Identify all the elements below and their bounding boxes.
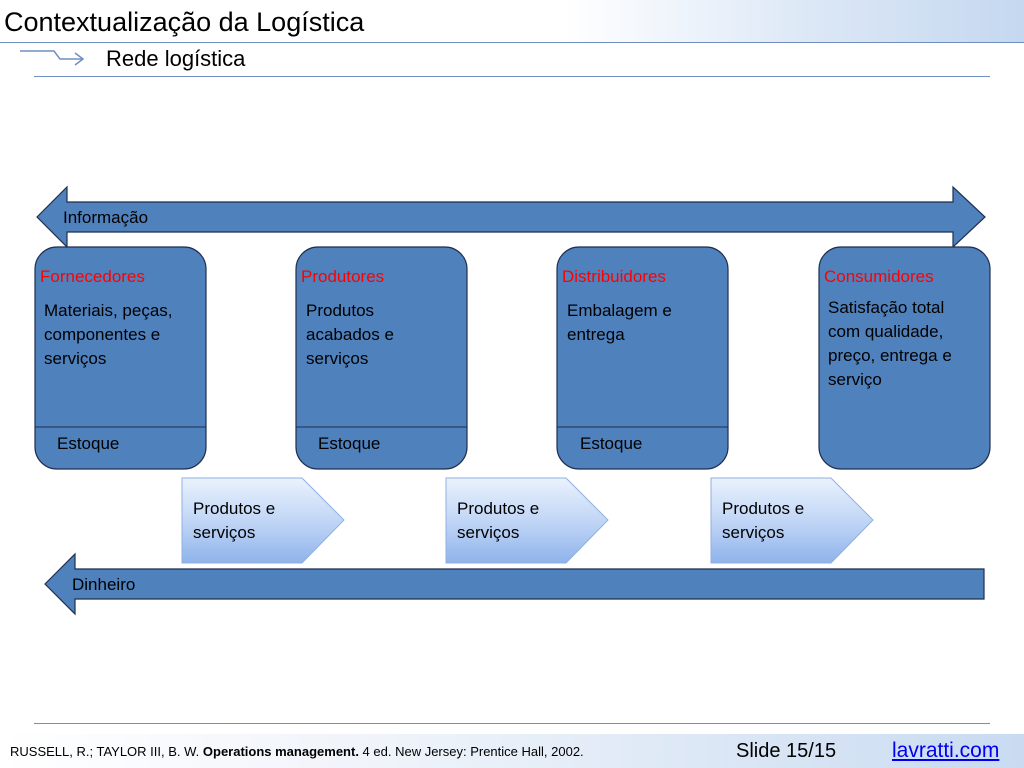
money-arrow	[44, 552, 985, 616]
consumer-box	[818, 246, 991, 470]
flow-2-line-1: Produtos e	[457, 499, 540, 518]
supplier-description: Materiais, peças, componentes e serviços	[44, 299, 173, 371]
producer-line-2: acabados e	[306, 325, 394, 344]
distributor-line-1: Embalagem e	[567, 301, 672, 320]
supplier-line-2: componentes e	[44, 325, 161, 344]
site-link[interactable]: lavratti.com	[892, 739, 1000, 762]
information-arrow	[36, 185, 986, 249]
consumer-line-2: com qualidade,	[828, 322, 944, 341]
flow-2-line-2: serviços	[457, 523, 520, 542]
page-subtitle: Rede logística	[106, 46, 246, 71]
flow-3-text: Produtos e serviços	[722, 497, 804, 545]
consumer-line-3: preço, entrega e	[828, 346, 952, 365]
footer-background	[0, 734, 1024, 768]
flow-3-line-2: serviços	[722, 523, 785, 542]
reference-details: 4 ed. New Jersey: Prentice Hall, 2002.	[358, 744, 584, 759]
money-label: Dinheiro	[72, 575, 136, 594]
page-title: Contextualização da Logística	[4, 7, 365, 37]
flow-3-line-1: Produtos e	[722, 499, 805, 518]
distributor-box	[556, 246, 729, 470]
reference-authors: RUSSELL, R.; TAYLOR III, B. W.	[10, 744, 203, 759]
flow-1-line-2: serviços	[193, 523, 256, 542]
supplier-line-1: Materiais, peças,	[44, 301, 173, 320]
producer-title: Produtores	[301, 267, 385, 286]
producer-line-1: Produtos	[306, 301, 375, 320]
subtitle-arrow-icon	[20, 50, 85, 66]
header-divider	[0, 42, 1024, 43]
slide-number: Slide 15/15	[736, 740, 837, 762]
distributor-description: Embalagem e entrega	[567, 299, 672, 347]
footer-divider	[34, 723, 990, 724]
consumer-line-1: Satisfação total	[828, 298, 945, 317]
consumer-line-4: serviço	[828, 370, 882, 389]
producer-description: Produtos acabados e serviços	[306, 299, 394, 371]
flow-2-text: Produtos e serviços	[457, 497, 539, 545]
distributor-stock-label: Estoque	[580, 434, 643, 453]
producer-line-3: serviços	[306, 349, 369, 368]
supplier-box	[34, 246, 207, 470]
product-flow-chevron-2	[445, 477, 609, 564]
subtitle-divider	[34, 76, 990, 77]
information-label: Informação	[63, 208, 149, 227]
header-background	[0, 0, 1024, 42]
reference-title: Operations management.	[202, 744, 359, 759]
reference-citation: RUSSELL, R.; TAYLOR III, B. W. Operation…	[10, 744, 584, 759]
distributor-line-2: entrega	[567, 325, 625, 344]
producer-box	[295, 246, 468, 470]
product-flow-chevron-1	[181, 477, 345, 564]
flow-1-text: Produtos e serviços	[193, 497, 275, 545]
distributor-title: Distribuidores	[562, 267, 666, 286]
supplier-stock-label: Estoque	[57, 434, 120, 453]
consumer-description: Satisfação total com qualidade, preço, e…	[828, 296, 952, 392]
supplier-line-3: serviços	[44, 349, 107, 368]
supplier-title: Fornecedores	[40, 267, 145, 286]
product-flow-chevron-3	[710, 477, 874, 564]
flow-1-line-1: Produtos e	[193, 499, 276, 518]
producer-stock-label: Estoque	[318, 434, 381, 453]
consumer-title: Consumidores	[824, 267, 934, 286]
